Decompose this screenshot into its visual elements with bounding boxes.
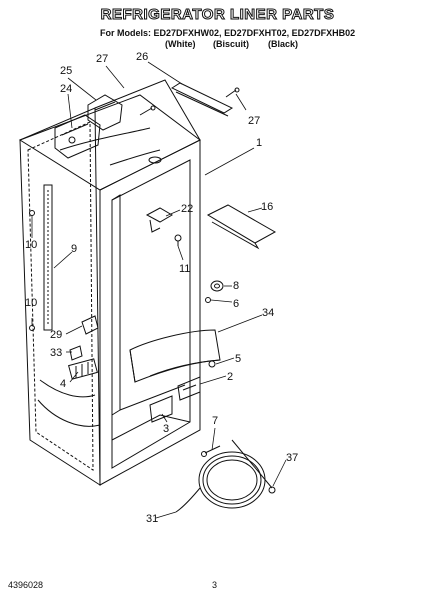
model-number-white: ED27DFXHW02 <box>153 28 220 38</box>
callout-7: 7 <box>212 415 218 427</box>
callout-33: 33 <box>50 347 62 359</box>
color-label-white: (White) <box>165 39 196 49</box>
document-number: 4396028 <box>8 580 44 590</box>
bracket-part-2 <box>177 376 201 401</box>
callout-27-top: 27 <box>96 53 108 65</box>
callout-27-right: 27 <box>248 115 260 127</box>
callout-37: 37 <box>286 452 298 464</box>
rail-part-26 <box>170 82 234 117</box>
callout-5: 5 <box>235 353 241 365</box>
clip-part-29 <box>81 315 99 335</box>
duct-part-34 <box>129 329 221 383</box>
callout-1: 1 <box>256 137 262 149</box>
callout-29: 29 <box>50 329 62 341</box>
plug-part-33 <box>69 345 83 361</box>
screw-part-10-lower <box>29 325 35 331</box>
cable-tie-part-37 <box>231 439 276 494</box>
bracket-part-25 <box>87 94 123 131</box>
model-number-black: ED27DFXHB02 <box>291 28 356 38</box>
callout-24: 24 <box>60 83 72 95</box>
callout-8: 8 <box>233 280 239 292</box>
callout-9: 9 <box>71 243 77 255</box>
screw-part-11 <box>174 234 182 246</box>
page-title: REFRIGERATOR LINER PARTS <box>100 6 335 24</box>
color-label-biscuit: (Biscuit) <box>213 39 249 49</box>
screw-part-6 <box>205 297 211 303</box>
grommet-part-8 <box>210 280 224 292</box>
callout-10-lower: 10 <box>25 297 37 309</box>
housing-part-24 <box>54 114 101 159</box>
screw-part-27-right <box>225 87 240 98</box>
bracket-part-3 <box>149 395 173 423</box>
water-line-part-31 <box>175 451 266 513</box>
callout-22: 22 <box>181 203 193 215</box>
callout-3: 3 <box>163 423 169 435</box>
plug-part-5 <box>208 360 216 368</box>
liner-body <box>18 79 201 486</box>
screw-part-10-upper <box>29 210 35 216</box>
grille-part-4 <box>68 358 98 380</box>
bracket-part-22 <box>145 207 173 233</box>
screw-part-27-upper <box>139 105 156 116</box>
callout-34: 34 <box>262 307 274 319</box>
callout-26: 26 <box>136 51 148 63</box>
page-number: 3 <box>212 580 218 590</box>
color-label-black: (Black) <box>268 39 299 49</box>
model-number-biscuit: ED27DFXHT02 <box>224 28 287 38</box>
callout-labels: 25 27 26 24 27 1 22 16 10 9 11 8 6 10 34… <box>25 51 298 525</box>
leader-lines <box>31 61 287 519</box>
callout-10-upper: 10 <box>25 239 37 251</box>
callout-11: 11 <box>179 263 190 275</box>
callout-25: 25 <box>60 65 72 77</box>
models-label: For Models: <box>100 28 151 38</box>
screw-part-7 <box>201 445 221 457</box>
callout-6: 6 <box>233 298 239 310</box>
callout-4: 4 <box>60 378 66 390</box>
models-line: For Models: ED27DFXHW02, ED27DFXHT02, ED… <box>100 28 356 38</box>
rail-part-16 <box>206 204 277 250</box>
callout-2: 2 <box>227 371 233 383</box>
callout-16: 16 <box>261 201 273 213</box>
callout-31: 31 <box>146 513 158 525</box>
